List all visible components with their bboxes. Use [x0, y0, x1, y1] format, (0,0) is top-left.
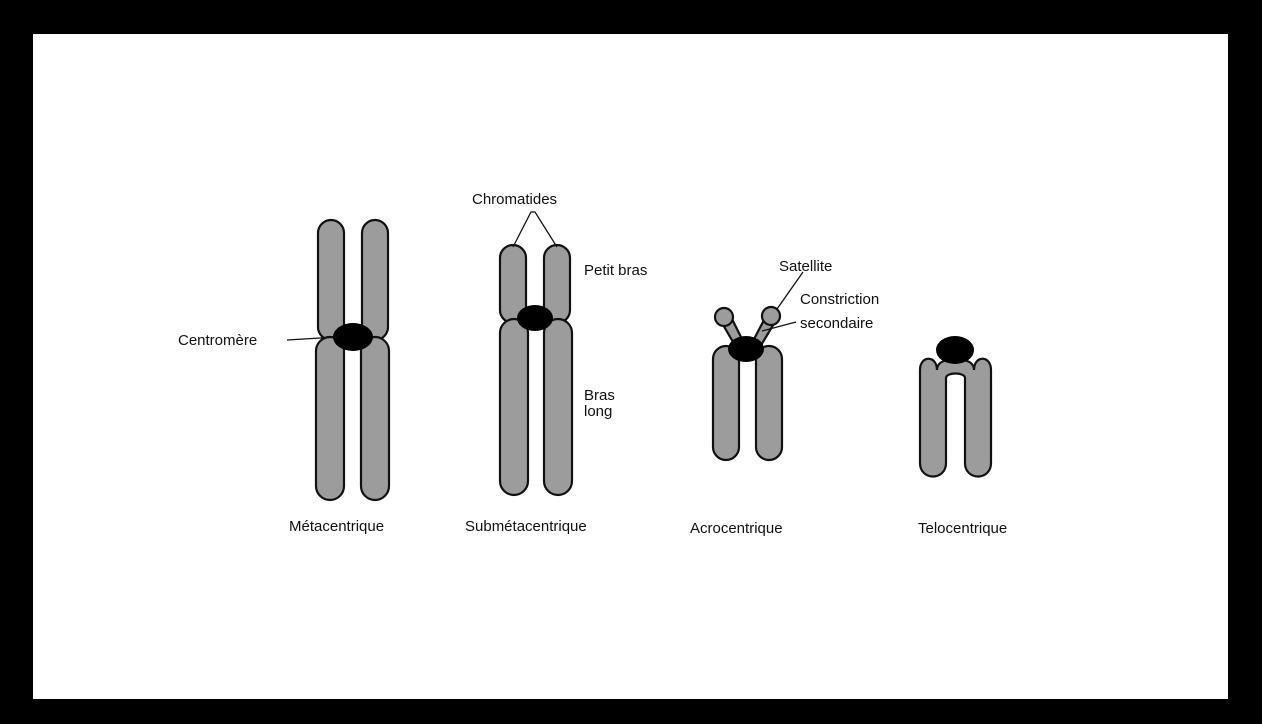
centromere-label: Centromère — [178, 332, 257, 349]
long-arm-label-line2: long — [584, 403, 612, 420]
short-arm-label: Petit bras — [584, 262, 647, 279]
metacentric-upper-left-chromatid — [318, 220, 344, 340]
acrocentric-type-label: Acrocentrique — [690, 520, 783, 537]
metacentric-chromosome — [316, 220, 389, 500]
submetacentric-type-label: Submétacentrique — [465, 518, 587, 535]
satellite-label: Satellite — [779, 258, 832, 275]
acrocentric-left-chromatid — [713, 346, 739, 460]
telocentric-type-label: Telocentrique — [918, 520, 1007, 537]
submetacentric-lower-right-chromatid — [544, 319, 572, 495]
secondary-constriction-label-line2: secondaire — [800, 315, 873, 332]
acrocentric-centromere — [728, 336, 764, 362]
metacentric-upper-right-chromatid — [362, 220, 388, 340]
submetacentric-chromosome — [500, 245, 572, 495]
metacentric-type-label: Métacentrique — [289, 518, 384, 535]
metacentric-lower-right-chromatid — [361, 337, 389, 500]
acrocentric-right-satellite — [762, 307, 780, 325]
acrocentric-right-chromatid — [756, 346, 782, 460]
metacentric-centromere — [333, 323, 373, 351]
telocentric-chromosome — [920, 336, 991, 477]
telocentric-centromere — [936, 336, 974, 364]
acrocentric-chromosome — [713, 307, 782, 460]
acrocentric-left-satellite — [715, 308, 733, 326]
secondary-constriction-label-line1: Constriction — [800, 291, 879, 308]
submetacentric-centromere — [517, 305, 553, 331]
submetacentric-lower-left-chromatid — [500, 319, 528, 495]
chromatids-bracket-line — [513, 212, 557, 247]
telocentric-u-chromatid — [920, 359, 991, 477]
metacentric-lower-left-chromatid — [316, 337, 344, 500]
long-arm-label-line1: Bras — [584, 387, 615, 404]
chromatids-label: Chromatides — [472, 191, 557, 208]
